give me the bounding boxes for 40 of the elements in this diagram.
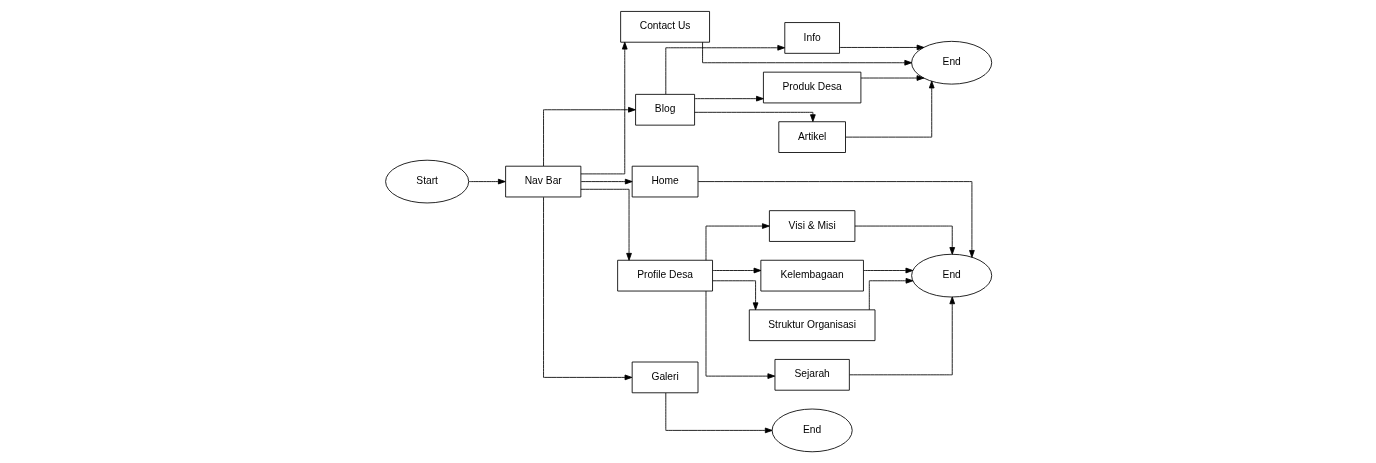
arrow (711, 267, 761, 274)
node-box: Nav Bar (504, 165, 581, 198)
arrow (579, 188, 632, 261)
node-box: Artikel (777, 121, 846, 153)
node-box: Info (783, 22, 840, 54)
node-box: Struktur Organisasi (748, 309, 875, 342)
node-ellipse: Start (384, 159, 469, 204)
node-box: Contact Us (619, 11, 710, 43)
arrow (542, 196, 632, 381)
node-box: Galeri (631, 361, 698, 394)
arrow (664, 44, 785, 95)
arrow (854, 225, 955, 255)
node-box: Sejarah (774, 359, 850, 391)
node-box: Visi & Misi (768, 210, 855, 242)
arrow (838, 44, 924, 51)
node-ellipse: End (910, 40, 992, 85)
arrow (705, 290, 775, 379)
arrow (693, 111, 816, 122)
arrow (844, 80, 935, 138)
arrow (542, 106, 636, 167)
arrow (693, 95, 764, 102)
arrow (705, 223, 770, 261)
node-box: Home (631, 165, 698, 198)
node-box: Kelembagaan (759, 259, 864, 292)
arrow (580, 178, 633, 185)
arrow (862, 267, 913, 274)
arrow (860, 75, 924, 81)
arrow (848, 296, 955, 376)
arrow (697, 181, 975, 258)
arrow (701, 41, 912, 66)
arrow (579, 41, 628, 175)
arrow (868, 277, 913, 311)
node-box: Produk Desa (762, 71, 861, 104)
arrow (711, 280, 758, 311)
node-box: Profile Desa (616, 259, 713, 292)
arrow (664, 392, 773, 434)
arrow (468, 178, 506, 185)
node-ellipse: End (910, 253, 992, 298)
node-box: Blog (634, 93, 695, 126)
node-ellipse: End (771, 408, 853, 453)
